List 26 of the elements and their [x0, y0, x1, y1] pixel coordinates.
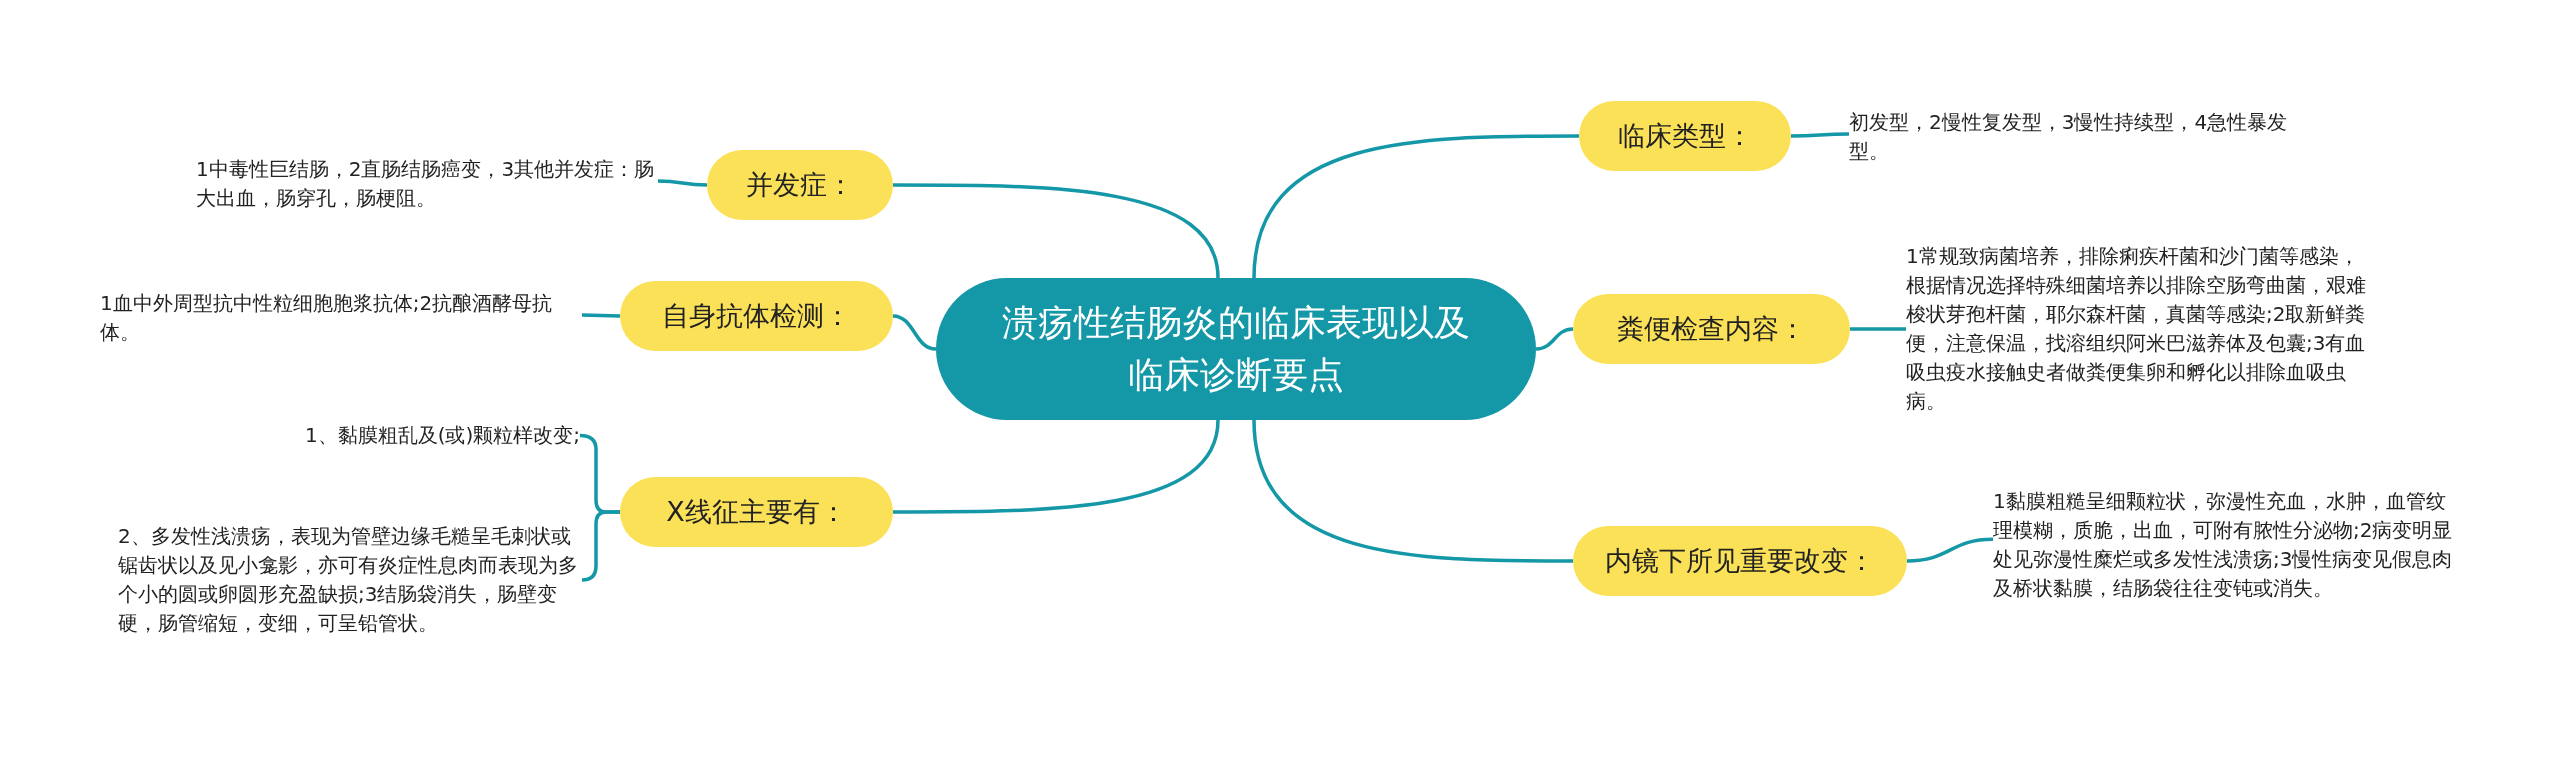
connector-line	[1252, 134, 1579, 279]
connector-line	[1791, 132, 1849, 138]
topic-pill: 内镜下所见重要改变：	[1573, 526, 1907, 596]
note-text: 初发型，2慢性复发型，3慢性持续型，4急性暴发型。	[1849, 108, 2319, 166]
topic-pill: 临床类型：	[1579, 101, 1791, 171]
note-text: 2、多发性浅溃疡，表现为管壁边缘毛糙呈毛刺状或锯齿状以及见小龛影，亦可有炎症性息肉而表现为多个小的圆或卵圆形充盈缺损;3结肠袋消失，肠壁变硬，肠管缩短，变细，可呈铅管状。	[118, 522, 582, 638]
note-text: 1常规致病菌培养，排除痢疾杆菌和沙门菌等感染，根据情况选择特殊细菌培养以排除空肠弯曲菌，艰难梭状芽孢杆菌，耶尔森杆菌，真菌等感染;2取新鲜粪便，注意保温，找溶组织阿米巴滋养体及包囊;3有血吸虫疫水接触史者做粪便集卵和孵化以排除血吸虫病。	[1906, 242, 2376, 416]
topic-pill: 粪便检查内容：	[1573, 294, 1850, 364]
connector-line	[581, 510, 620, 582]
topic-pill: 并发症：	[707, 150, 893, 220]
connector-line	[893, 419, 1220, 514]
connector-line	[1850, 327, 1906, 331]
topic-pill: X线征主要有：	[620, 477, 893, 547]
connector-line	[657, 179, 708, 187]
connector-line	[1252, 419, 1573, 563]
connector-line	[582, 313, 620, 318]
topic-pill: 自身抗体检测：	[620, 281, 893, 351]
connector-line	[1535, 327, 1574, 351]
note-text: 1、黏膜粗乱及(或)颗粒样改变;	[250, 421, 580, 450]
connector-line	[893, 183, 1220, 279]
note-text: 1中毒性巨结肠，2直肠结肠癌变，3其他并发症：肠大出血，肠穿孔，肠梗阻。	[196, 155, 658, 213]
connector-line	[892, 314, 937, 351]
note-text: 1黏膜粗糙呈细颗粒状，弥漫性充血，水肿，血管纹理模糊，质脆，出血，可附有脓性分泌物;2病变明显处见弥漫性糜烂或多发性浅溃疡;3慢性病变见假息肉及桥状黏膜，结肠袋往往变钝或消失。	[1993, 487, 2463, 603]
central-topic: 溃疡性结肠炎的临床表现以及临床诊断要点	[936, 278, 1536, 420]
note-text: 1血中外周型抗中性粒细胞胞浆抗体;2抗酿酒酵母抗体。	[100, 289, 582, 347]
connector-line	[1906, 537, 1994, 563]
